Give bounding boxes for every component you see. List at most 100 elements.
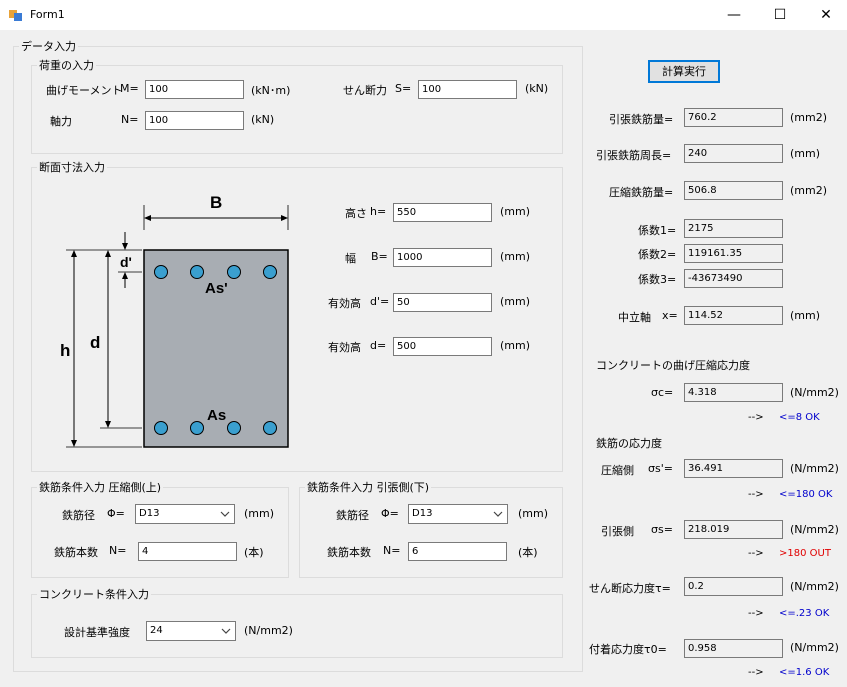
calculate-button[interactable]: 計算実行 bbox=[648, 60, 720, 83]
eff-unit: (mm) bbox=[500, 339, 531, 352]
rebar-tens-count-var: N= bbox=[383, 544, 401, 557]
comp-area-label: 圧縮鉄筋量= bbox=[609, 186, 674, 199]
bond-stress-unit: (N/mm2) bbox=[790, 641, 839, 654]
sigma-c-check: <=8 OK bbox=[779, 412, 820, 423]
shear-stress-label: せん断応力度τ= bbox=[589, 582, 671, 595]
tens-side-label: 引張側 bbox=[601, 525, 634, 538]
width-unit: (mm) bbox=[500, 250, 531, 263]
bond-stress-output: 0.958 bbox=[684, 639, 783, 658]
rebar-comp-dia-label: 鉄筋径 bbox=[62, 509, 95, 522]
sigma-c-label: σc= bbox=[651, 386, 674, 399]
chevron-down-icon bbox=[221, 628, 231, 634]
shear-input[interactable]: 100 bbox=[418, 80, 517, 99]
close-icon: ✕ bbox=[820, 7, 832, 23]
concrete-strength-label: 設計基準強度 bbox=[64, 626, 130, 639]
load-group bbox=[31, 65, 563, 154]
data-input-group bbox=[13, 46, 583, 672]
coef2-label: 係数2= bbox=[638, 248, 677, 261]
tension-area-output: 760.2 bbox=[684, 108, 783, 127]
concrete-group-label: コンクリート条件入力 bbox=[37, 586, 151, 602]
window-title: Form1 bbox=[30, 8, 65, 21]
rebar-tens-count-unit: (本) bbox=[518, 546, 538, 559]
rebar-comp-dia-select[interactable]: D13 bbox=[135, 504, 235, 524]
moment-var: M= bbox=[120, 82, 139, 95]
sigma-s-prime-output: 36.491 bbox=[684, 459, 783, 478]
rebar-tens-group-label: 鉄筋条件入力 引張側(下) bbox=[305, 479, 432, 495]
height-unit: (mm) bbox=[500, 205, 531, 218]
diagram-B: B bbox=[210, 193, 222, 212]
eff-input[interactable]: 500 bbox=[393, 337, 492, 356]
rebar-comp-count-label: 鉄筋本数 bbox=[54, 546, 98, 559]
rebar-tens-group bbox=[299, 487, 563, 578]
maximize-button[interactable]: ☐ bbox=[757, 0, 803, 30]
load-group-label: 荷重の入力 bbox=[37, 57, 96, 73]
minimize-button[interactable]: — bbox=[711, 0, 757, 30]
eff-top-input[interactable]: 50 bbox=[393, 293, 492, 312]
width-input[interactable]: 1000 bbox=[393, 248, 492, 267]
neutral-axis-label: 中立軸 bbox=[618, 311, 651, 324]
chevron-down-icon bbox=[220, 511, 230, 517]
rebar-comp-count-unit: (本) bbox=[244, 546, 264, 559]
bond-stress-label: 付着応力度τ0= bbox=[589, 643, 667, 656]
concrete-strength-select[interactable]: 24 bbox=[146, 621, 236, 641]
rebar-bottom-2 bbox=[190, 421, 204, 435]
comp-side-label: 圧縮側 bbox=[601, 464, 634, 477]
shear-label: せん断力 bbox=[343, 84, 387, 97]
shear-stress-unit: (N/mm2) bbox=[790, 580, 839, 593]
rebar-comp-dia-value: D13 bbox=[139, 508, 160, 519]
rebar-tens-dia-value: D13 bbox=[412, 508, 433, 519]
axial-unit: (kN) bbox=[251, 113, 275, 126]
rebar-comp-dia-unit: (mm) bbox=[244, 507, 275, 520]
neutral-axis-unit: (mm) bbox=[790, 309, 821, 322]
height-input[interactable]: 550 bbox=[393, 203, 492, 222]
sigma-s-label: σs= bbox=[651, 523, 673, 536]
tension-area-unit: (mm2) bbox=[790, 111, 828, 124]
width-label: 幅 bbox=[345, 252, 356, 265]
rebar-comp-count-input[interactable]: 4 bbox=[138, 542, 237, 561]
moment-unit: (kN･m) bbox=[251, 84, 291, 97]
maximize-icon: ☐ bbox=[773, 7, 787, 23]
diagram-as: As bbox=[207, 407, 226, 424]
coef3-output: -43673490 bbox=[684, 269, 783, 288]
eff-top-unit: (mm) bbox=[500, 295, 531, 308]
data-input-label: データ入力 bbox=[19, 38, 78, 54]
axial-input[interactable]: 100 bbox=[145, 111, 244, 130]
height-label: 高さ bbox=[345, 207, 367, 220]
close-button[interactable]: ✕ bbox=[803, 0, 847, 30]
rebar-comp-count-var: N= bbox=[109, 544, 127, 557]
comp-area-output: 506.8 bbox=[684, 181, 783, 200]
diagram-h: h bbox=[60, 341, 70, 360]
minimize-icon: — bbox=[727, 7, 741, 23]
moment-label: 曲げモーメント bbox=[46, 84, 123, 97]
title-bar: Form1 — ☐ ✕ bbox=[0, 0, 847, 30]
rebar-top-3 bbox=[227, 265, 241, 279]
coef1-label: 係数1= bbox=[638, 224, 677, 237]
rebar-tens-count-input[interactable]: 6 bbox=[408, 542, 507, 561]
axial-var: N= bbox=[121, 113, 139, 126]
moment-input[interactable]: 100 bbox=[145, 80, 244, 99]
sigma-s-check: >180 OUT bbox=[779, 548, 831, 559]
sigma-s-prime-label: σs'= bbox=[648, 462, 673, 475]
rebar-top-4 bbox=[263, 265, 277, 279]
rebar-comp-group bbox=[31, 487, 289, 578]
section-group bbox=[31, 167, 563, 472]
diagram-d: d bbox=[90, 333, 100, 352]
rebar-tens-dia-unit: (mm) bbox=[518, 507, 549, 520]
concrete-strength-value: 24 bbox=[150, 625, 163, 636]
eff-label: 有効高 bbox=[328, 341, 361, 354]
tension-area-label: 引張鉄筋量= bbox=[609, 113, 674, 126]
rebar-bottom-3 bbox=[227, 421, 241, 435]
sigma-s-prime-arrow: --> bbox=[748, 489, 764, 500]
sigma-c-arrow: --> bbox=[748, 412, 764, 423]
sigma-s-arrow: --> bbox=[748, 548, 764, 559]
eff-top-label: 有効高 bbox=[328, 297, 361, 310]
rebar-top-1 bbox=[154, 265, 168, 279]
rebar-bottom-4 bbox=[263, 421, 277, 435]
shear-unit: (kN) bbox=[525, 82, 549, 95]
shear-stress-arrow: --> bbox=[748, 608, 764, 619]
tension-perim-label: 引張鉄筋周長= bbox=[596, 149, 672, 162]
rebar-comp-group-label: 鉄筋条件入力 圧縮側(上) bbox=[37, 479, 164, 495]
rebar-tens-dia-select[interactable]: D13 bbox=[408, 504, 508, 524]
rebar-tens-dia-label: 鉄筋径 bbox=[336, 509, 369, 522]
concrete-strength-unit: (N/mm2) bbox=[244, 624, 293, 637]
